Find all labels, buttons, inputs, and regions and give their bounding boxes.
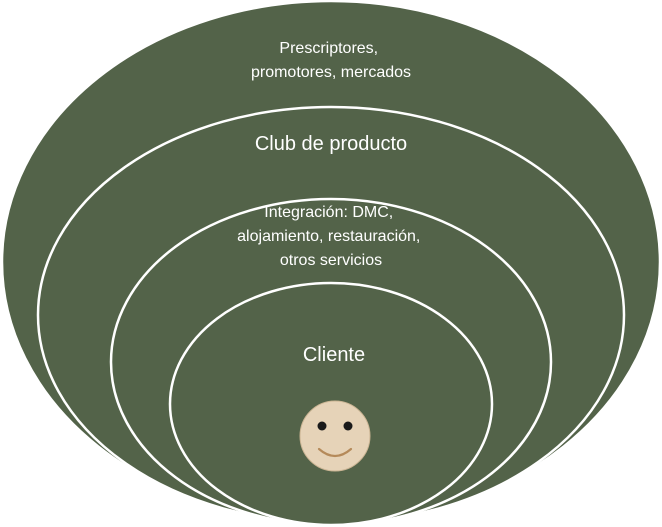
layer-club-label: Club de producto bbox=[255, 133, 407, 155]
layer-integracion-label: Integración: DMC, alojamiento, restaurac… bbox=[237, 204, 425, 269]
layer-prescriptores-label-line1: Prescriptores, bbox=[279, 40, 378, 57]
smiley-face-icon bbox=[299, 400, 371, 472]
smiley-right-eye bbox=[343, 421, 353, 431]
layer-cliente-label: Cliente bbox=[303, 344, 365, 366]
layer-prescriptores-label: Prescriptores, promotores, mercados bbox=[251, 40, 411, 81]
layer-integracion-label-line1: Integración: DMC, bbox=[264, 204, 393, 221]
layer-prescriptores-label-line2: promotores, mercados bbox=[251, 64, 411, 81]
smiley-left-eye bbox=[317, 421, 327, 431]
layer-integracion-label-line3: otros servicios bbox=[280, 252, 382, 269]
smiley-mouth bbox=[317, 447, 353, 458]
layer-integracion-label-line2: alojamiento, restauración, bbox=[237, 228, 420, 245]
smiley-face-head bbox=[299, 400, 371, 472]
